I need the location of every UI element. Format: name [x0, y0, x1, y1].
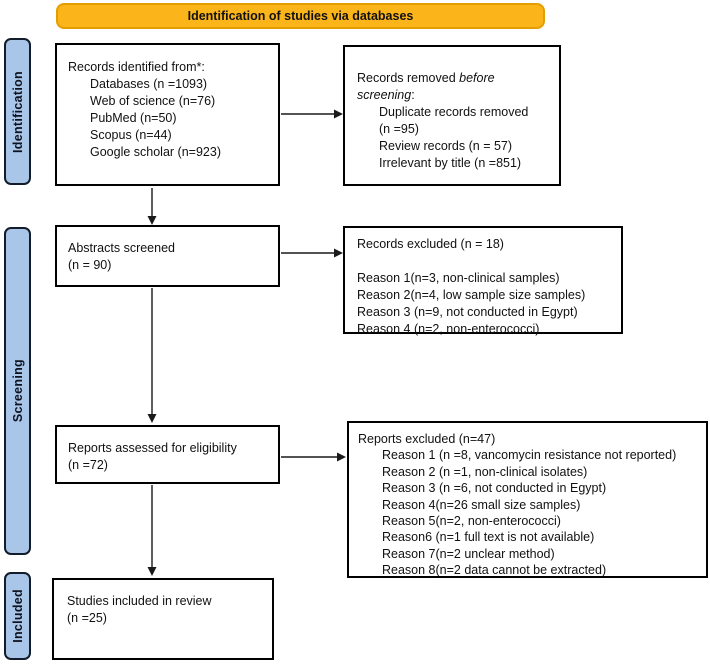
box-text-line: PubMed (n=50)	[90, 111, 177, 125]
abstracts-screened-box: Abstracts screened (n = 90)	[55, 225, 280, 287]
box-text-line: Reason 1(n=3, non-clinical samples)	[357, 271, 560, 285]
box-text-line: Reason 3 (n=9, not conducted in Egypt)	[357, 305, 578, 319]
box-text-line: Google scholar (n=923)	[90, 145, 221, 159]
box-text-line: screening:	[357, 88, 415, 102]
box-text-line: Records excluded (n = 18)	[357, 237, 504, 251]
box-text-line: Reason 2 (n =1, non-clinical isolates)	[382, 464, 588, 479]
box-text-line: (n =25)	[67, 611, 107, 625]
box-text-line: Review records (n = 57)	[379, 139, 513, 153]
stage-screening-label: Screening	[10, 359, 25, 423]
box-text-line: Records identified from*:	[68, 60, 205, 74]
box-text-line: Scopus (n=44)	[90, 128, 172, 142]
stage-included-label: Included	[10, 589, 25, 643]
box-text-line: Studies included in review	[67, 594, 212, 608]
box-text-line	[357, 253, 617, 270]
box-text-line: Duplicate records removed	[379, 105, 529, 119]
box-text-line: Reason 3 (n =6, not conducted in Egypt)	[382, 481, 607, 496]
box-text-line: Reason6 (n=1 full text is not available)	[382, 530, 595, 545]
banner-label: Identification of studies via databases	[187, 9, 414, 23]
box-text-line: (n = 90)	[68, 258, 112, 272]
box-text-line: Irrelevant by title (n =851)	[379, 156, 522, 170]
box-text-line: Reason 1 (n =8, vancomycin resistance no…	[382, 448, 677, 463]
records-removed-before-screening-box: Records removed before screening: Duplicat…	[343, 45, 561, 186]
box-text-line: Reason 8(n=2 data cannot be extracted)	[382, 563, 607, 578]
banner-identification-of-studies: Identification of studies via databases	[56, 3, 545, 29]
stage-identification-label: Identification	[10, 70, 25, 153]
box-text-line: Reason 2(n=4, low sample size samples)	[357, 288, 586, 302]
box-text-line: Abstracts screened	[68, 241, 175, 255]
box-text-line: Reason 7(n=2 unclear method)	[382, 546, 555, 561]
stage-identification: Identification	[4, 38, 31, 185]
box-text-line: Reports excluded (n=47)	[358, 432, 496, 446]
reports-assessed-box: Reports assessed for eligibility (n =72)	[55, 425, 280, 484]
studies-included-box: Studies included in review (n =25)	[52, 578, 274, 660]
stage-included: Included	[4, 572, 31, 660]
box-text-line: Databases (n =1093)	[90, 77, 208, 91]
box-text-line: Reason 4 (n=2, non-enterococci)	[357, 322, 540, 336]
box-text-line: Reason 5(n=2, non-enterococci)	[382, 514, 561, 529]
box-text-line: Reason 4(n=26 small size samples)	[382, 497, 581, 512]
reports-excluded-box: Reports excluded (n=47) Reason 1 (n =8, v…	[347, 421, 708, 578]
records-excluded-box: Records excluded (n = 18) Reason 1(n=3, …	[343, 226, 623, 336]
box-text-line: Reports assessed for eligibility	[68, 441, 237, 455]
box-text-line: (n =72)	[68, 458, 108, 472]
box-text-line: Web of science (n=76)	[90, 94, 216, 108]
box-text-line: Records removed before	[357, 71, 495, 85]
stage-screening: Screening	[4, 227, 31, 555]
box-text-line: (n =95)	[379, 122, 419, 136]
records-identified-box: Records identified from*: Databases (n =1…	[55, 43, 280, 186]
